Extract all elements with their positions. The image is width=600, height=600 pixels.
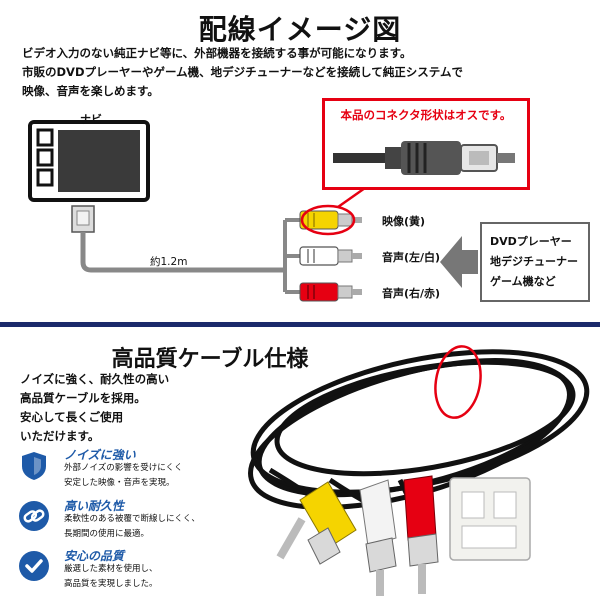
source-device-item: ゲーム機など bbox=[490, 275, 556, 288]
cable-product-illustration bbox=[248, 345, 590, 596]
feature-title: 高い耐久性 bbox=[64, 499, 125, 513]
feature-body-line: 高品質を実現しました。 bbox=[64, 579, 158, 589]
male-connector-illustration bbox=[333, 141, 515, 175]
navi-label: ナビ bbox=[80, 113, 102, 126]
intro-line: 市販のDVDプレーヤーやゲーム機、地デジチューナーなどを接続して純正システムで bbox=[22, 65, 463, 79]
rca-plug-red bbox=[299, 282, 362, 302]
quality-desc-line: ノイズに強く、耐久性の高い bbox=[20, 372, 170, 386]
feature-title: ノイズに強い bbox=[64, 448, 136, 462]
source-device-box: DVDプレーヤー 地デジチューナー ゲーム機など bbox=[480, 222, 590, 302]
page-title: 配線イメージ図 bbox=[198, 13, 402, 46]
cable-length-label: 約1.2m bbox=[150, 256, 188, 268]
intro-line: ビデオ入力のない純正ナビ等に、外部機器を接続する事が可能になります。 bbox=[22, 46, 412, 60]
feature-body-line: 外部ノイズの影響を受けにくく bbox=[64, 463, 183, 473]
photo-plug-yellow bbox=[276, 481, 357, 565]
source-device-item: 地デジチューナー bbox=[490, 255, 578, 268]
feature-body: 厳選した素材を使用し、 高品質を実現しました。 bbox=[64, 562, 158, 592]
output-label-video: 映像(黄) bbox=[382, 215, 426, 228]
chain-link-icon bbox=[19, 501, 49, 531]
intro-text: ビデオ入力のない純正ナビ等に、外部機器を接続する事が可能になります。 市販のDV… bbox=[22, 44, 582, 101]
feature-body: 外部ノイズの影響を受けにくく 安定した映像・音声を実現。 bbox=[64, 461, 183, 491]
intro-line: 映像、音声を楽しめます。 bbox=[22, 84, 159, 98]
quality-title: 高品質ケーブル仕様 bbox=[111, 347, 309, 372]
feature-body-line: 安定した映像・音声を実現。 bbox=[64, 478, 175, 488]
connector-callout: 本品のコネクタ形状はオスです。 bbox=[322, 98, 530, 190]
section-divider bbox=[0, 322, 600, 327]
quality-desc-line: 高品質ケーブルを採用。 bbox=[20, 391, 146, 405]
photo-plug-red bbox=[403, 475, 439, 594]
output-label-audio-left: 音声(左/白) bbox=[382, 251, 441, 264]
feature-body: 柔軟性のある被覆で断線しにくく、 長期間の使用に最適。 bbox=[64, 512, 200, 542]
shield-icon bbox=[22, 452, 46, 480]
feature-body-line: 長期間の使用に最適。 bbox=[64, 529, 150, 539]
quality-desc-line: いただけます。 bbox=[20, 429, 100, 443]
wiring-diagram bbox=[28, 120, 478, 302]
callout-text: 本品のコネクタ形状はオスです。 bbox=[340, 108, 512, 122]
source-device-item: DVDプレーヤー bbox=[490, 235, 572, 248]
harness-connector bbox=[71, 205, 95, 233]
rca-plug-yellow bbox=[299, 210, 362, 230]
quality-description: ノイズに強く、耐久性の高い 高品質ケーブルを採用。 安心して長くご使用 いただけ… bbox=[20, 370, 169, 446]
feature-body-line: 厳選した素材を使用し、 bbox=[64, 564, 158, 574]
checkmark-icon bbox=[19, 551, 49, 581]
feature-body-line: 柔軟性のある被覆で断線しにくく、 bbox=[64, 514, 200, 524]
output-label-audio-right: 音声(右/赤) bbox=[382, 287, 441, 300]
photo-plug-white bbox=[359, 479, 397, 596]
rca-plug-white bbox=[299, 246, 362, 266]
source-device-list: DVDプレーヤー 地デジチューナー ゲーム機など bbox=[490, 232, 578, 292]
navi-unit-illustration bbox=[28, 120, 150, 202]
input-arrow-icon bbox=[440, 236, 478, 288]
quality-desc-line: 安心して長くご使用 bbox=[20, 410, 124, 424]
feature-title: 安心の品質 bbox=[64, 549, 125, 563]
photo-harness-connector bbox=[449, 477, 531, 561]
